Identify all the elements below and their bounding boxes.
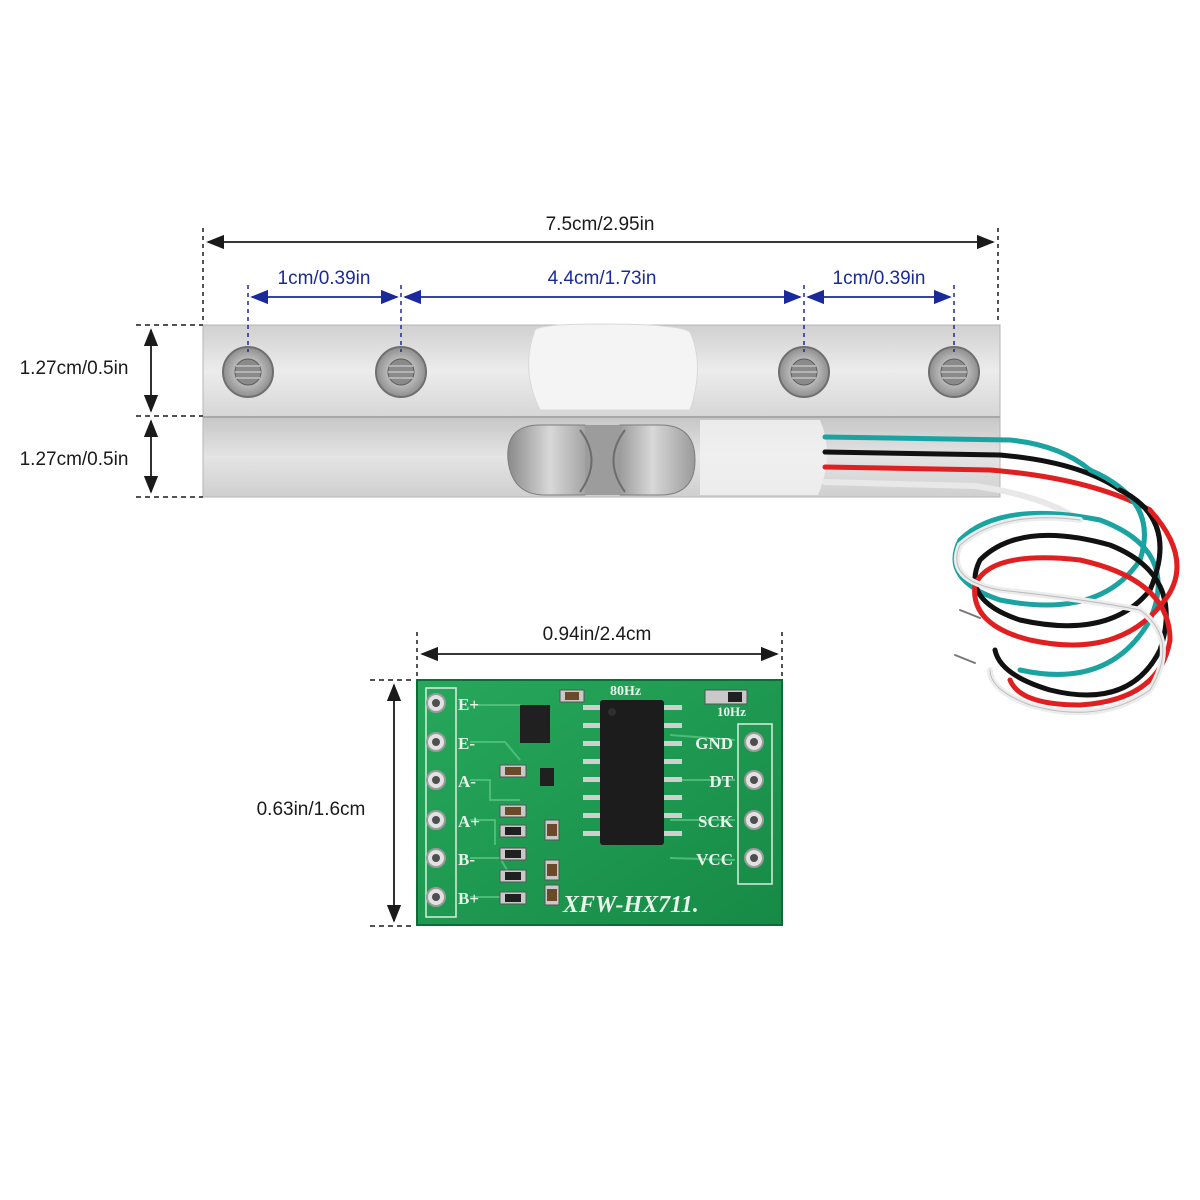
mounting-hole-4 <box>928 346 980 398</box>
strain-gauge-potting <box>528 323 698 411</box>
hole-spacing-right-label: 1cm/0.39in <box>833 268 926 289</box>
hole-spacing-left-label: 1cm/0.39in <box>278 268 371 289</box>
hx711-module: E+ E- A- A+ B- B+ GND DT SCK VCC <box>416 679 783 926</box>
pin-label-b-plus: B+ <box>458 889 479 908</box>
pin-label-e-minus: E- <box>458 734 475 753</box>
pin-label-a-plus: A+ <box>458 812 480 831</box>
hole-spacing-middle-label: 4.4cm/1.73in <box>548 268 657 289</box>
height-lower-label: 1.27cm/0.5in <box>20 449 129 470</box>
pin-label-dt: DT <box>709 772 733 791</box>
load-cell-wires <box>822 434 1180 716</box>
pcb-board <box>416 679 783 926</box>
hx711-chip <box>583 700 682 845</box>
pin-label-gnd: GND <box>695 734 733 753</box>
overall-length-label: 7.5cm/2.95in <box>546 214 655 235</box>
load-cell-dimensions: 7.5cm/2.95in 1cm/0.39in 4.4cm/1.73in 1cm… <box>20 214 999 498</box>
pin-label-a-minus: A- <box>458 772 476 791</box>
pin-label-vcc: VCC <box>696 850 733 869</box>
module-dimensions: 0.94in/2.4cm 0.63in/1.6cm <box>257 624 783 927</box>
module-name-label: XFW-HX711. <box>562 892 699 918</box>
mounting-hole-3 <box>778 346 830 398</box>
load-cell <box>202 323 1001 498</box>
pin-label-e-plus: E+ <box>458 695 479 714</box>
height-upper-label: 1.27cm/0.5in <box>20 358 129 379</box>
module-width-label: 0.94in/2.4cm <box>543 624 652 645</box>
wire-potting <box>700 420 828 495</box>
pin-label-b-minus: B- <box>458 850 475 869</box>
module-height-label: 0.63in/1.6cm <box>257 799 366 820</box>
mounting-hole-1 <box>222 346 274 398</box>
mounting-hole-2 <box>375 346 427 398</box>
rate-label-80hz: 80Hz <box>610 684 641 699</box>
smd-components <box>499 689 748 906</box>
pin-label-sck: SCK <box>698 812 734 831</box>
rate-label-10hz: 10Hz <box>717 704 746 719</box>
binocular-cutout <box>507 424 696 496</box>
